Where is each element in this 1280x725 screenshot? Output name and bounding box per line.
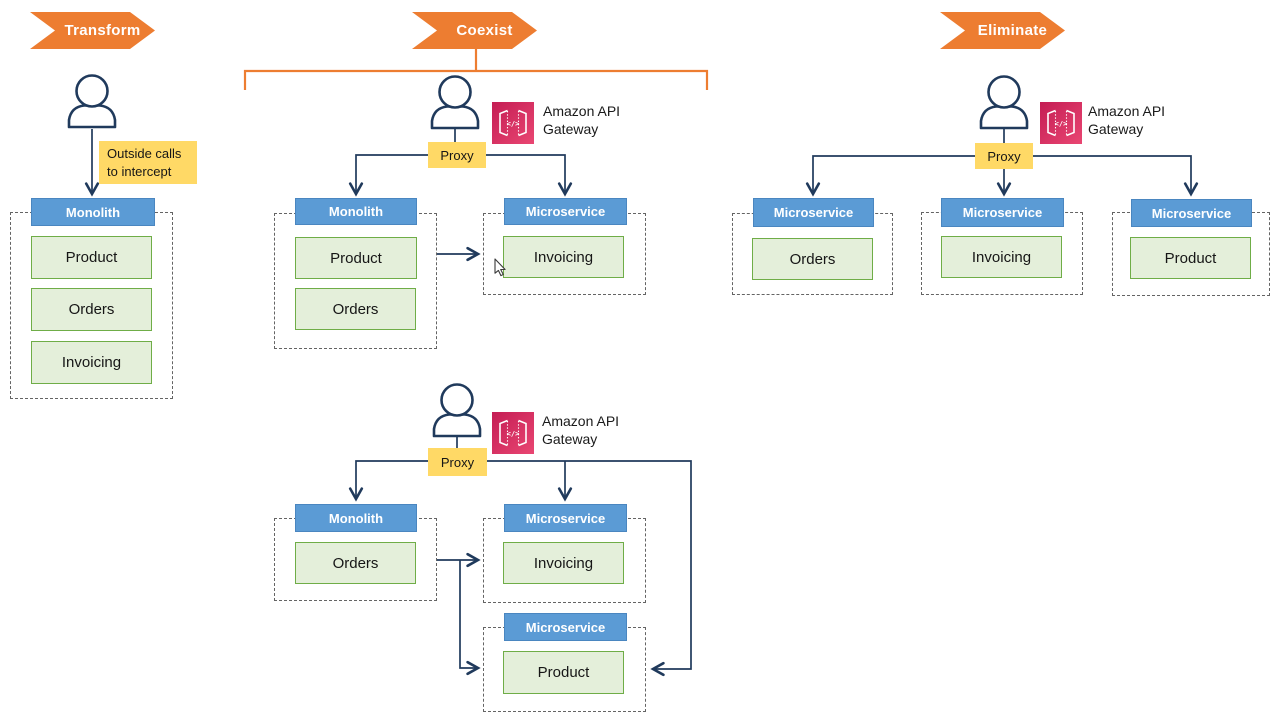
connector-proxy-to-microservice-product (487, 460, 692, 677)
api-gateway-label-line1: Amazon API (542, 413, 620, 429)
api-gateway-icon: </> (492, 102, 534, 144)
module-label: Invoicing (971, 248, 1032, 266)
module-orders: Orders (295, 542, 416, 584)
proxy-label: Proxy (440, 454, 475, 470)
api-gateway-glyph: </> (499, 109, 527, 137)
module-product: Product (31, 236, 152, 279)
user-icon (979, 75, 1029, 130)
microservice-header: Microservice (941, 198, 1064, 227)
module-orders: Orders (31, 288, 152, 331)
proxy-label: Proxy (440, 147, 474, 163)
banner-eliminate-label: Eliminate (977, 22, 1048, 39)
connector-proxy-to-microservice (486, 154, 573, 197)
proxy-box: Proxy (975, 143, 1033, 169)
module-label: Product (330, 249, 382, 267)
banner-transform-label: Transform (64, 22, 141, 39)
svg-text:</>: </> (1055, 120, 1068, 128)
monolith-title: Monolith (65, 204, 121, 220)
module-label: Invoicing (533, 554, 594, 572)
module-product: Product (503, 651, 624, 694)
monolith-title: Monolith (328, 510, 384, 526)
api-gateway-glyph: </> (499, 419, 527, 447)
api-gateway-label: Amazon API Gateway (1088, 103, 1165, 138)
microservice-header: Microservice (504, 504, 627, 532)
connector-proxy-to-microservice-3 (1033, 155, 1199, 197)
module-invoicing: Invoicing (503, 542, 624, 584)
monolith-header: Monolith (31, 198, 155, 226)
api-gateway-label-line1: Amazon API (1088, 103, 1166, 119)
coexist-bracket (243, 49, 709, 90)
api-gateway-glyph: </> (1047, 109, 1075, 137)
monolith-header: Monolith (295, 198, 417, 225)
microservice-title: Microservice (1151, 205, 1232, 221)
module-orders: Orders (295, 288, 416, 330)
svg-text:</>: </> (507, 120, 520, 128)
note-line1: Outside calls (107, 146, 182, 161)
module-product: Product (1130, 237, 1251, 279)
microservice-header: Microservice (1131, 199, 1252, 227)
banner-coexist-label: Coexist (456, 22, 513, 39)
module-invoicing: Invoicing (31, 341, 152, 384)
api-gateway-label: Amazon API Gateway (542, 413, 619, 448)
module-label: Orders (789, 250, 836, 268)
module-invoicing: Invoicing (941, 236, 1062, 278)
microservice-title: Microservice (525, 510, 606, 526)
api-gateway-label-line2: Gateway (542, 430, 598, 447)
module-label: Orders (332, 554, 379, 572)
module-label: Orders (68, 301, 115, 318)
monolith-header: Monolith (295, 504, 417, 532)
microservice-title: Microservice (962, 205, 1043, 220)
proxy-label: Proxy (987, 148, 1021, 164)
module-invoicing: Invoicing (503, 236, 624, 278)
connector-proxy-to-monolith (348, 460, 428, 502)
connector-proxy-to-monolith (348, 154, 428, 197)
microservice-title: Microservice (773, 205, 854, 220)
proxy-box: Proxy (428, 448, 487, 476)
connector-proxy-to-microservice-1 (805, 155, 975, 197)
user-icon (430, 75, 480, 130)
note-outside-calls: Outside calls to intercept (99, 141, 197, 184)
module-orders: Orders (752, 238, 873, 280)
svg-text:</>: </> (507, 430, 520, 438)
module-label: Product (537, 664, 590, 681)
api-gateway-label-line2: Gateway (543, 120, 599, 137)
user-icon (432, 383, 482, 438)
module-label: Product (65, 249, 118, 266)
api-gateway-icon: </> (492, 412, 534, 454)
monolith-title: Monolith (328, 204, 384, 219)
microservice-header: Microservice (504, 198, 627, 225)
proxy-box: Proxy (428, 142, 486, 168)
note-line2: to intercept (107, 164, 172, 179)
module-product: Product (295, 237, 417, 279)
api-gateway-icon: </> (1040, 102, 1082, 144)
user-icon (67, 74, 117, 129)
module-label: Product (1164, 249, 1217, 267)
api-gateway-label-line1: Amazon API (543, 103, 621, 119)
microservice-title: Microservice (525, 204, 606, 219)
microservice-header: Microservice (504, 613, 627, 641)
connector-monolith-to-product (459, 560, 481, 676)
api-gateway-label: Amazon API Gateway (543, 103, 620, 138)
api-gateway-label-line2: Gateway (1088, 120, 1144, 137)
microservice-title: Microservice (525, 619, 606, 635)
microservice-header: Microservice (753, 198, 874, 227)
mouse-cursor-icon (494, 258, 506, 277)
module-label: Invoicing (61, 354, 122, 371)
module-label: Invoicing (533, 248, 594, 266)
module-label: Orders (332, 300, 379, 318)
